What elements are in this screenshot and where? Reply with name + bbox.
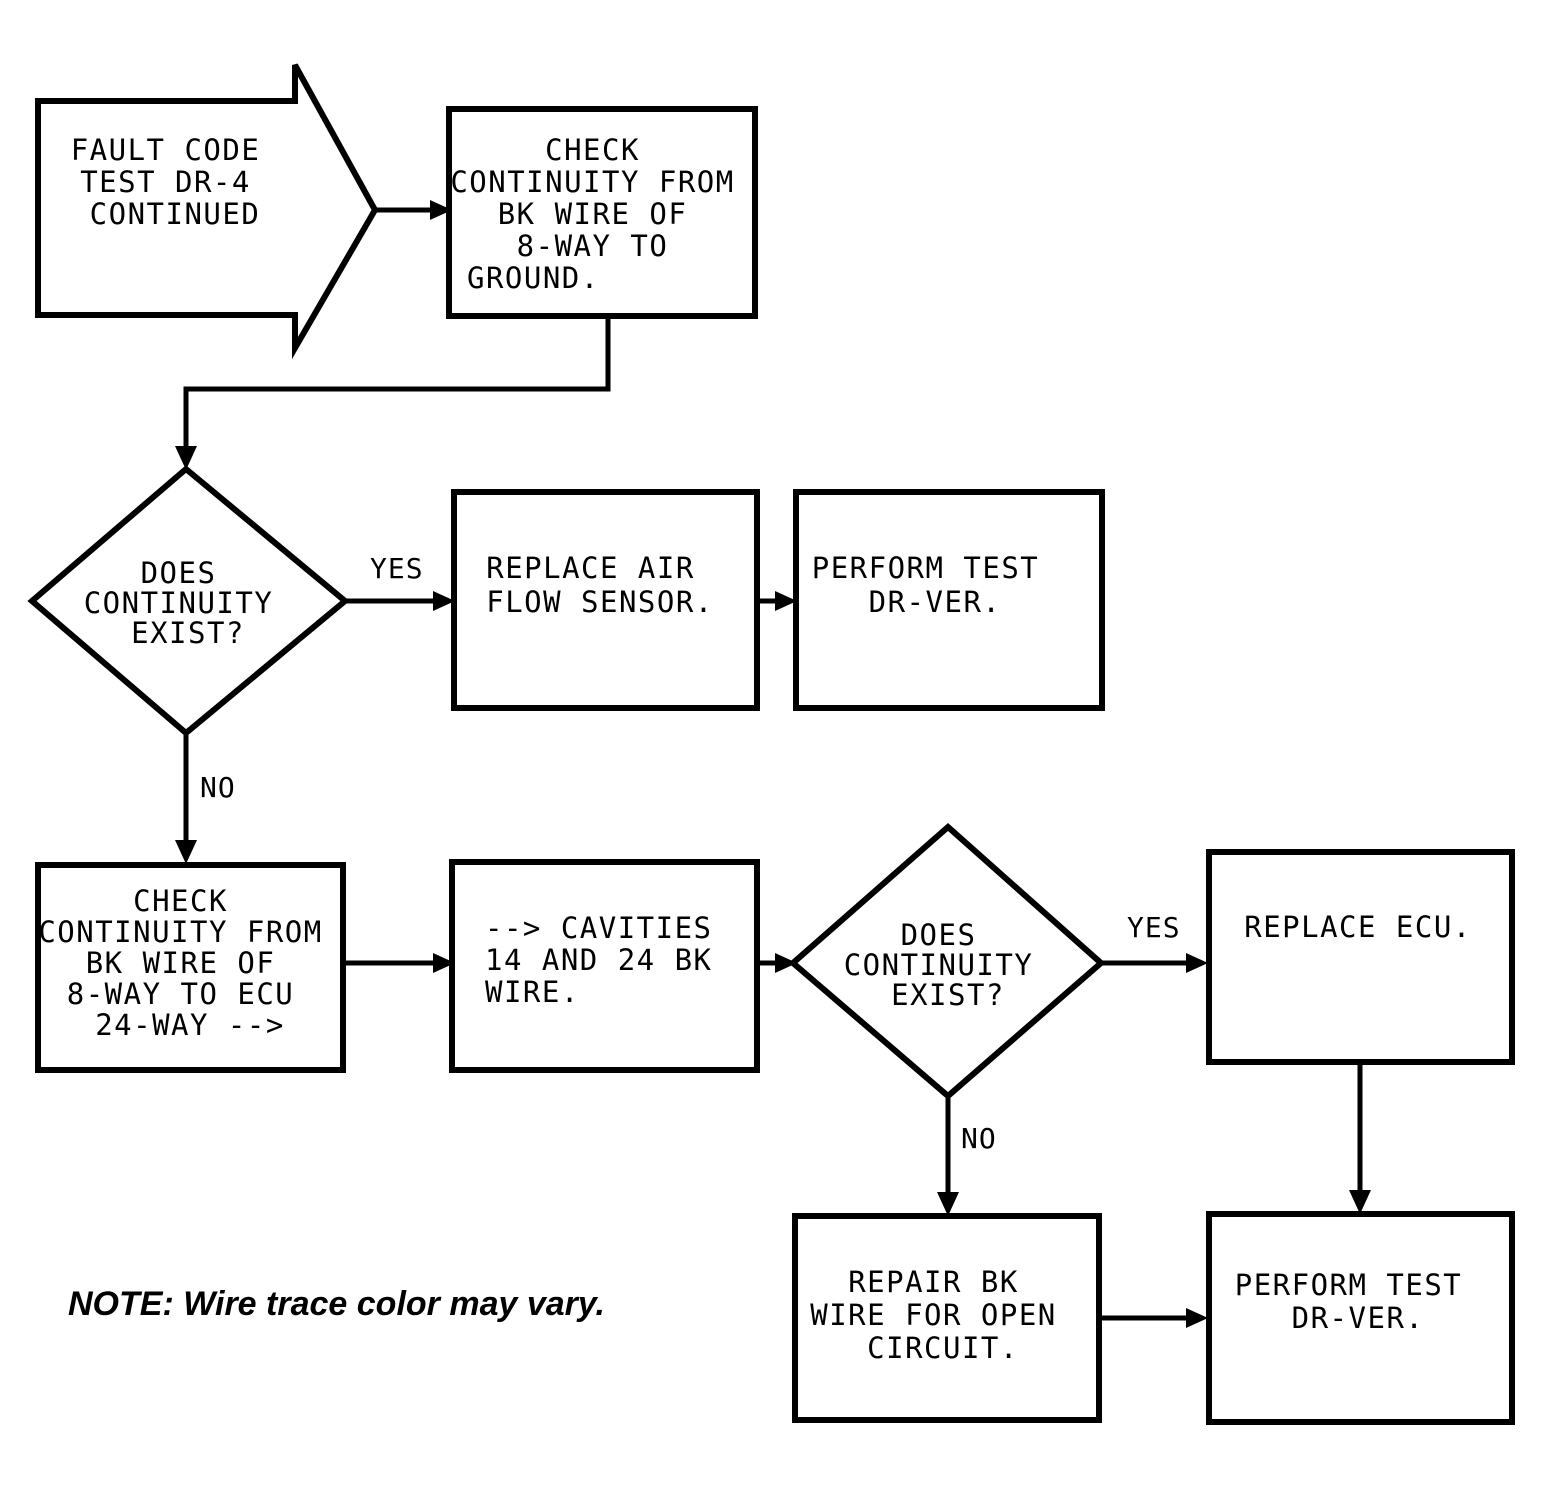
note-text: NOTE: Wire trace color may vary. <box>68 1285 605 1323</box>
check-ground-line-4: GROUND. <box>467 261 600 295</box>
decision-2-line-1: CONTINUITY <box>844 948 1034 982</box>
check-ecu-line-0: CHECK <box>133 884 228 918</box>
decision-1-line-0: DOES <box>141 556 217 590</box>
connector-check-ecu-to-cavities <box>345 953 455 973</box>
perform-test-top-line-0: PERFORM TEST <box>812 551 1040 585</box>
check-ground-line-3: 8-WAY TO <box>517 229 669 263</box>
repair-bk-wire-line-1: WIRE FOR OPEN <box>810 1298 1056 1332</box>
decision-1-text: DOES CONTINUITY EXIST? <box>84 556 293 650</box>
connector-start-to-check-ground <box>375 200 452 220</box>
replace-sensor-line-0: REPLACE AIR <box>486 551 695 585</box>
node-repair-bk-wire[interactable]: REPAIR BK WIRE FOR OPEN CIRCUIT. <box>792 1213 1102 1423</box>
edge-label-yes-1: YES <box>370 552 424 585</box>
start-arrow-line-2: CONTINUED <box>90 197 261 231</box>
check-ecu-text: CHECK CONTINUITY FROM BK WIRE OF 8-WAY T… <box>38 884 341 1042</box>
check-ecu-line-4: 24-WAY --> <box>95 1008 285 1042</box>
check-ground-line-2: BK WIRE OF <box>498 197 688 231</box>
perform-test-bottom-line-0: PERFORM TEST <box>1235 1268 1463 1302</box>
connector-repair-to-perform-test-bottom <box>1101 1308 1208 1328</box>
decision-2-text: DOES CONTINUITY EXIST? <box>844 918 1053 1012</box>
node-decision-1[interactable]: DOES CONTINUITY EXIST? <box>27 465 350 737</box>
node-check-ground[interactable]: CHECK CONTINUITY FROM BK WIRE OF 8-WAY T… <box>446 106 758 319</box>
check-ground-line-1: CONTINUITY FROM <box>450 165 734 199</box>
connector-decision-1-no <box>175 735 197 864</box>
perform-test-bottom-line-1: DR-VER. <box>1292 1301 1425 1335</box>
cavities-line-2: WIRE. <box>485 975 580 1009</box>
replace-ecu-text: REPLACE ECU. <box>1244 910 1472 944</box>
connector-decision-2-yes <box>1101 953 1208 973</box>
node-perform-test-top[interactable]: PERFORM TEST DR-VER. <box>793 489 1105 711</box>
repair-bk-wire-text: REPAIR BK WIRE FOR OPEN CIRCUIT. <box>810 1265 1075 1365</box>
connector-replace-ecu-to-perform-test-bottom <box>1349 1062 1371 1214</box>
connector-decision-1-yes <box>345 591 455 611</box>
edge-label-no-1: NO <box>200 771 236 804</box>
perform-test-bottom-text: PERFORM TEST DR-VER. <box>1235 1268 1481 1335</box>
node-start-arrow[interactable]: FAULT CODE TEST DR-4 CONTINUED <box>35 63 379 360</box>
replace-ecu-line-0: REPLACE ECU. <box>1244 910 1472 944</box>
connector-check-ground-to-decision-1 <box>175 316 611 470</box>
check-ground-text: CHECK CONTINUITY FROM BK WIRE OF 8-WAY T… <box>450 133 753 295</box>
decision-1-line-1: CONTINUITY <box>84 586 274 620</box>
node-replace-air-flow-sensor[interactable]: REPLACE AIR FLOW SENSOR. <box>451 489 760 711</box>
repair-bk-wire-line-0: REPAIR BK <box>848 1265 1019 1299</box>
node-decision-2[interactable]: DOES CONTINUITY EXIST? <box>788 822 1106 1100</box>
decision-2-line-0: DOES <box>901 918 977 952</box>
replace-sensor-line-1: FLOW SENSOR. <box>486 585 714 619</box>
node-replace-ecu[interactable]: REPLACE ECU. <box>1206 849 1515 1065</box>
node-check-ecu[interactable]: CHECK CONTINUITY FROM BK WIRE OF 8-WAY T… <box>35 862 346 1073</box>
connector-decision-2-no <box>937 1097 959 1216</box>
cavities-line-0: --> CAVITIES <box>485 911 713 945</box>
repair-bk-wire-line-2: CIRCUIT. <box>867 1331 1019 1365</box>
edge-label-yes-2: YES <box>1127 911 1181 944</box>
start-arrow-line-0: FAULT CODE <box>71 133 261 167</box>
perform-test-top-text: PERFORM TEST DR-VER. <box>812 551 1058 619</box>
decision-1-line-2: EXIST? <box>131 616 245 650</box>
edge-label-no-2: NO <box>961 1122 997 1155</box>
node-cavities[interactable]: --> CAVITIES 14 AND 24 BK WIRE. <box>449 859 760 1073</box>
decision-2-line-2: EXIST? <box>891 978 1005 1012</box>
check-ecu-line-1: CONTINUITY FROM <box>38 915 322 949</box>
node-perform-test-bottom[interactable]: PERFORM TEST DR-VER. <box>1206 1211 1515 1425</box>
check-ecu-line-3: 8-WAY TO ECU <box>67 977 295 1011</box>
connector-sensor-to-perform-test-top <box>757 591 797 611</box>
check-ecu-line-2: BK WIRE OF <box>86 946 276 980</box>
cavities-text: --> CAVITIES 14 AND 24 BK WIRE. <box>485 911 731 1009</box>
replace-sensor-text: REPLACE AIR FLOW SENSOR. <box>486 551 714 619</box>
start-arrow-line-1: TEST DR-4 <box>80 165 251 199</box>
perform-test-top-line-1: DR-VER. <box>869 585 1002 619</box>
start-arrow-text: FAULT CODE TEST DR-4 CONTINUED <box>71 133 280 231</box>
connector-cavities-to-decision-2 <box>757 953 797 973</box>
check-ground-line-0: CHECK <box>545 133 640 167</box>
cavities-line-1: 14 AND 24 BK <box>485 943 713 977</box>
